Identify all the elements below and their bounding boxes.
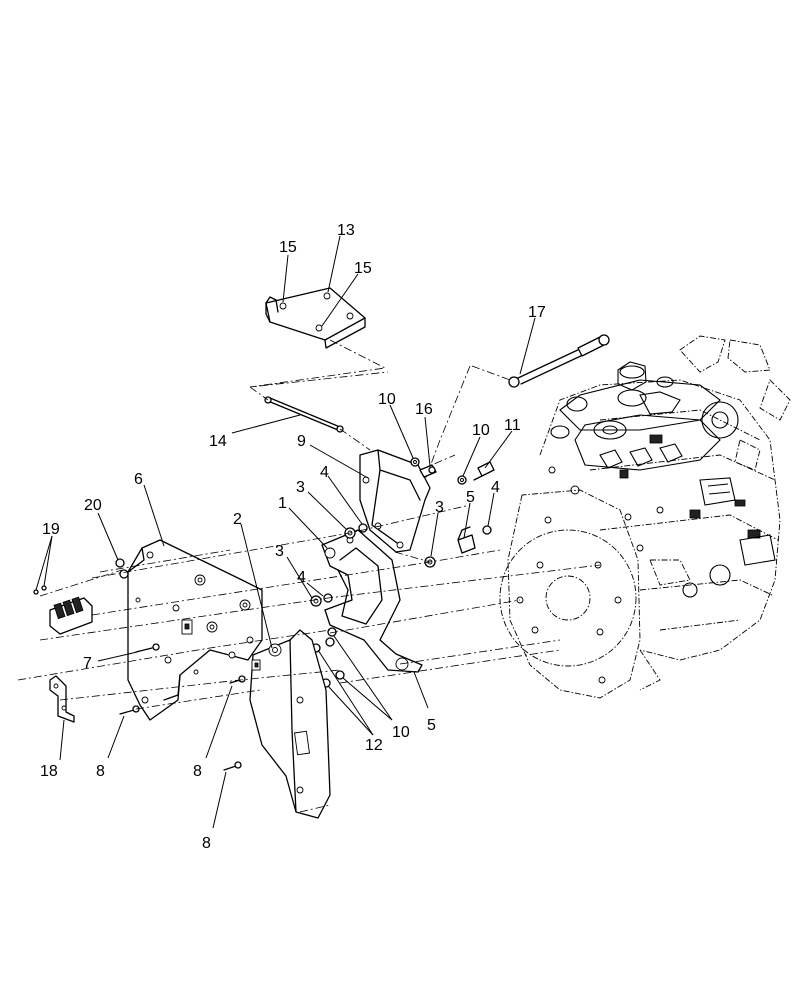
callout-19: 19 <box>42 521 60 538</box>
callout-4: 4 <box>320 464 329 481</box>
callout-5: 5 <box>466 489 475 506</box>
bracket-9 <box>359 449 431 553</box>
relay-block-19 <box>33 585 93 635</box>
panel-6 <box>127 539 263 721</box>
callout-9: 9 <box>297 433 306 450</box>
callout-10: 10 <box>392 724 410 741</box>
nut-20-a <box>115 558 125 568</box>
bolt-11 <box>473 461 495 481</box>
callout-8: 8 <box>96 763 105 780</box>
callout-3: 3 <box>435 499 444 516</box>
engine-assembly <box>499 335 791 699</box>
callout-10: 10 <box>472 422 490 439</box>
callout-11: 11 <box>504 417 521 434</box>
leader-lines <box>35 235 536 829</box>
callout-3: 3 <box>296 479 305 496</box>
nut-20-b <box>119 569 129 579</box>
bolt-8-c <box>223 761 242 771</box>
callout-5: 5 <box>427 717 436 734</box>
callout-10: 10 <box>378 391 396 408</box>
nut-4-a <box>358 523 368 533</box>
callout-15: 15 <box>279 239 297 256</box>
callout-4: 4 <box>297 569 306 586</box>
gas-strut-17 <box>508 334 610 388</box>
callout-7: 7 <box>83 655 92 672</box>
bolt-7 <box>135 643 160 653</box>
callout-2: 2 <box>233 511 242 528</box>
callout-8: 8 <box>202 835 211 852</box>
callout-labels: 13 15 15 17 14 10 16 10 11 9 4 3 1 6 20 … <box>40 222 546 852</box>
bracket-18 <box>49 675 75 723</box>
callout-16: 16 <box>415 401 433 418</box>
callout-3: 3 <box>275 543 284 560</box>
callout-12: 12 <box>365 737 383 754</box>
rod-14 <box>264 396 344 433</box>
callout-13: 13 <box>337 222 355 239</box>
callout-1: 1 <box>278 495 287 512</box>
callout-14: 14 <box>209 433 227 450</box>
bolt-8-a <box>119 705 140 715</box>
clip-5 <box>457 526 476 554</box>
stud-16 <box>419 464 437 478</box>
plate-2 <box>249 629 331 819</box>
nut-4-right <box>482 525 492 535</box>
callout-8: 8 <box>193 763 202 780</box>
callout-17: 17 <box>528 304 546 321</box>
callout-20: 20 <box>84 497 102 514</box>
bracket-13 <box>265 287 366 349</box>
callout-18: 18 <box>40 763 58 780</box>
callout-6: 6 <box>134 471 143 488</box>
callout-15: 15 <box>354 260 372 277</box>
callout-4: 4 <box>491 479 500 496</box>
bracket-1 <box>321 529 423 673</box>
